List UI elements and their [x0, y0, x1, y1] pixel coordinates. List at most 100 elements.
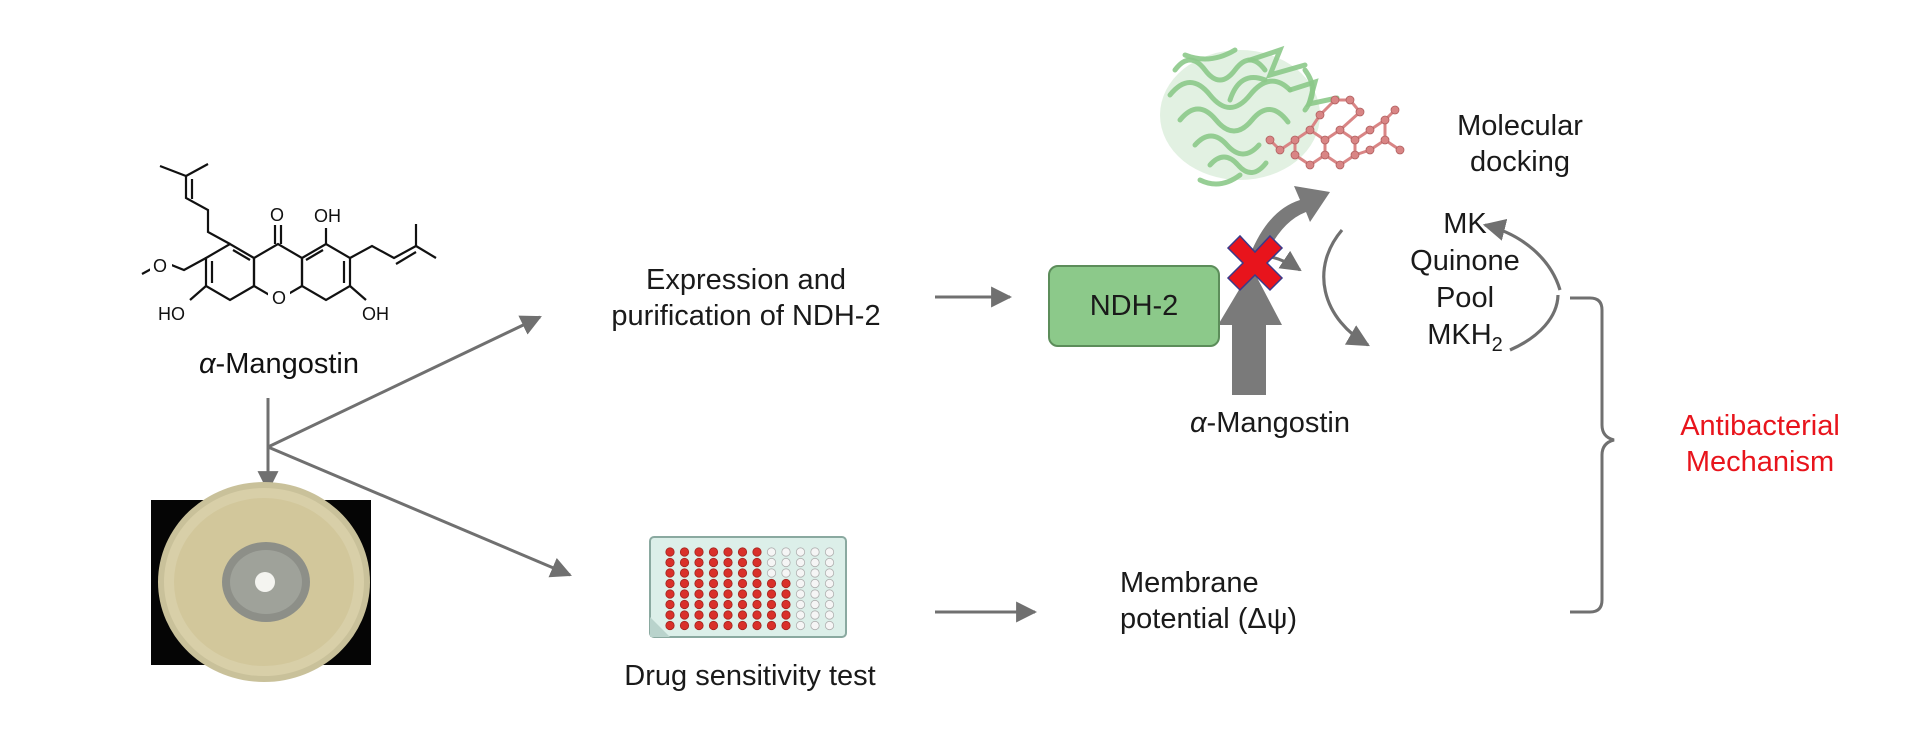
ring-oxygen: O — [272, 288, 286, 308]
mechanism-bracket — [1570, 296, 1615, 614]
mangostin-label: α-Mangostin — [199, 348, 359, 380]
plate-well — [752, 547, 762, 557]
plate-well — [694, 578, 704, 589]
plate-well — [824, 568, 835, 578]
plate-well — [766, 578, 777, 589]
inhibition-x-icon — [1226, 234, 1284, 292]
plate-well — [824, 610, 835, 620]
mkh2-label: MKH2 — [1427, 319, 1503, 356]
methoxy-oxygen: O — [153, 256, 167, 276]
plate-well — [810, 578, 820, 589]
plate-well — [694, 620, 704, 631]
carbonyl-oxygen: O — [270, 205, 284, 225]
plate-well — [708, 589, 719, 599]
plate-well — [752, 599, 762, 610]
drug-sensitivity-label: Drug sensitivity test — [624, 660, 876, 692]
plate-well — [723, 599, 733, 610]
plate-well — [752, 620, 762, 631]
plate-well — [694, 547, 704, 557]
plate-well — [781, 599, 791, 610]
plate-well — [708, 568, 719, 578]
plate-well — [781, 578, 791, 589]
plate-well — [766, 557, 777, 568]
plate-well — [679, 578, 690, 589]
plate-well — [737, 620, 748, 631]
hydroxyl-top: OH — [314, 206, 341, 226]
plate-well — [795, 547, 806, 557]
plate-well — [708, 620, 719, 631]
plate-well — [694, 568, 704, 578]
plate-well — [679, 589, 690, 599]
plate-well — [795, 589, 806, 599]
plate-well — [665, 589, 675, 599]
plate-well — [694, 557, 704, 568]
plate-well — [766, 599, 777, 610]
plate-well — [810, 599, 820, 610]
ligand-structure-image — [1265, 95, 1405, 170]
plate-well — [810, 568, 820, 578]
mechanism-label: Antibacterial Mechanism — [1680, 410, 1840, 478]
plate-well — [723, 589, 733, 599]
plate-well — [795, 557, 806, 568]
petri-dish-image — [151, 482, 371, 682]
plate-well — [795, 578, 806, 589]
plate-well — [824, 589, 835, 599]
plate-well — [810, 547, 820, 557]
plate-well — [795, 599, 806, 610]
plate-well — [708, 547, 719, 557]
quinone-pool-label: MK Quinone Pool MKH2 — [1375, 206, 1555, 364]
plate-well — [824, 578, 835, 589]
plate-well — [679, 620, 690, 631]
plate-well — [665, 568, 675, 578]
plate-well — [665, 547, 675, 557]
quinone-cycle — [1322, 218, 1562, 352]
plate-well — [752, 568, 762, 578]
inhibitor-label: α-Mangostin — [1189, 407, 1350, 439]
plate-well — [679, 599, 690, 610]
plate-well — [737, 557, 748, 568]
plate-well — [781, 620, 791, 631]
plate-well — [824, 557, 835, 568]
plate-well — [766, 620, 777, 631]
plate-well — [679, 610, 690, 620]
plate-well — [694, 589, 704, 599]
plate-well — [694, 599, 704, 610]
plate-well — [737, 610, 748, 620]
plate-well — [723, 610, 733, 620]
plate-well — [723, 578, 733, 589]
plate-well — [752, 578, 762, 589]
plate-well — [824, 599, 835, 610]
hydroxyl-right: OH — [362, 304, 389, 324]
plate-well — [766, 610, 777, 620]
plate-well — [752, 557, 762, 568]
plate-well — [766, 568, 777, 578]
plate-well — [665, 578, 675, 589]
plate-well — [723, 547, 733, 557]
plate-well — [723, 620, 733, 631]
plate-well — [810, 589, 820, 599]
plate-well — [679, 547, 690, 557]
mangostin-structure — [141, 163, 437, 302]
well-plate-image — [649, 536, 847, 638]
plate-well — [781, 589, 791, 599]
plate-well — [824, 620, 835, 631]
plate-well — [737, 547, 748, 557]
hydroxyl-left: HO — [158, 304, 185, 324]
plate-well — [795, 610, 806, 620]
plate-well — [795, 568, 806, 578]
mangostin-atom-labels: O O O HO OH OH — [150, 205, 389, 324]
plate-well — [708, 557, 719, 568]
plate-well — [679, 557, 690, 568]
plate-well — [766, 547, 777, 557]
plate-well — [723, 557, 733, 568]
plate-well — [810, 610, 820, 620]
plate-well — [679, 568, 690, 578]
plate-well — [737, 578, 748, 589]
plate-well — [781, 568, 791, 578]
plate-well — [766, 589, 777, 599]
plate-well — [665, 557, 675, 568]
plate-well — [752, 589, 762, 599]
plate-well — [752, 610, 762, 620]
plate-well — [694, 610, 704, 620]
